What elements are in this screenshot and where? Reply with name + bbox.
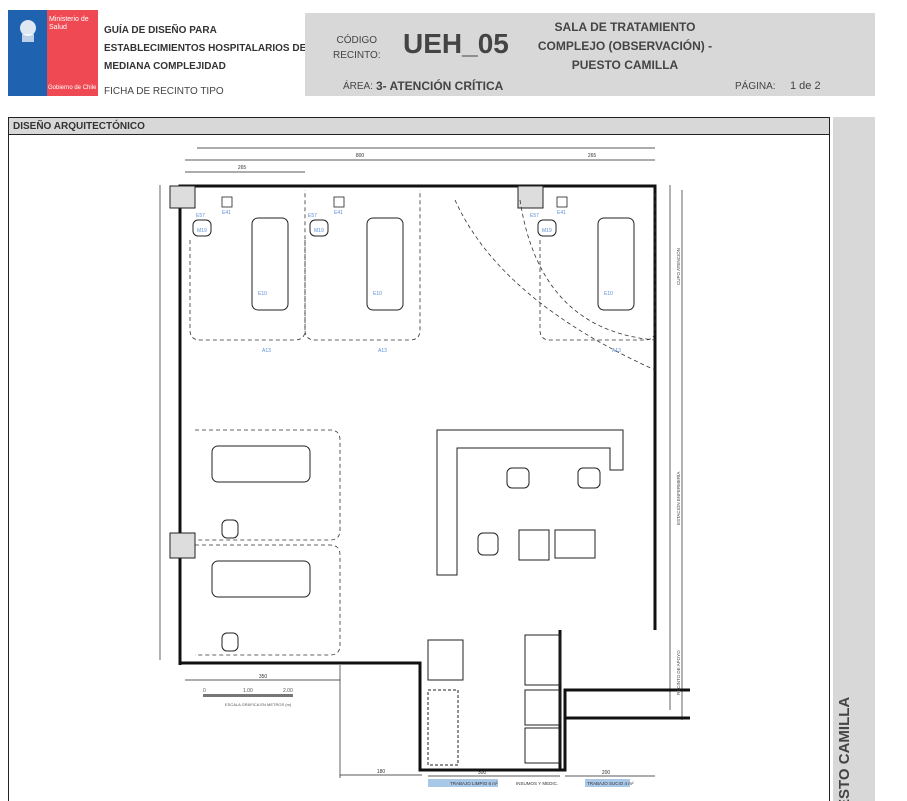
tag: E10	[258, 291, 267, 297]
column	[517, 185, 544, 209]
room-label-supplies: INSUMOS Y MEDIC.	[516, 781, 558, 786]
bed	[211, 445, 311, 483]
scale-tick: 0	[203, 688, 206, 694]
tag: E10	[604, 291, 613, 297]
dim-bottom-left: 350	[259, 674, 268, 680]
bed	[597, 217, 635, 311]
room-labels: TRABAJO LIMPIO 6 m² INSUMOS Y MEDIC. TRA…	[428, 779, 634, 787]
chair	[309, 219, 329, 237]
tag-monitor: E41	[334, 210, 343, 216]
dimension-lines	[159, 147, 683, 778]
tag: M19	[314, 228, 324, 234]
chair	[506, 467, 530, 489]
chair	[477, 532, 499, 556]
monitor-icon	[556, 196, 568, 208]
equipment-tags: M19 M19 M19 E10 E10 E10 A13 A13 A13 E41 …	[196, 210, 621, 354]
tag-monitor: E41	[557, 210, 566, 216]
dim-top-right: 265	[588, 153, 597, 159]
area-value: 3- ATENCIÓN CRÍTICA	[376, 79, 504, 93]
tag: A13	[262, 348, 271, 354]
logo-blue-panel	[8, 10, 47, 96]
chair	[537, 219, 557, 237]
beds	[211, 217, 635, 598]
column	[169, 532, 196, 559]
monitor-icon	[333, 196, 345, 208]
bed	[211, 560, 311, 598]
tag-pump: E57	[530, 213, 539, 219]
scale-tick: 1.00	[243, 688, 253, 694]
header-box	[305, 13, 875, 96]
wall-outer	[178, 184, 657, 665]
guide-title: GUÍA DE DISEÑO PARA ESTABLECIMIENTOS HOS…	[104, 22, 306, 76]
dim-top-total: 800	[356, 153, 365, 159]
tag: M19	[197, 228, 207, 234]
column	[169, 185, 196, 209]
side-title-bar: ESTO CAMILLA	[833, 117, 875, 801]
code-label: CÓDIGO RECINTO:	[333, 33, 381, 63]
tag: E10	[373, 291, 382, 297]
ministry-name: Ministerio de Salud	[49, 16, 89, 31]
room-code: UEH_05	[403, 28, 509, 59]
tag-pump: E57	[308, 213, 317, 219]
room-name: SALA DE TRATAMIENTO COMPLEJO (OBSERVACIÓ…	[530, 18, 720, 75]
scale-label: ESCALA GRÁFICA EN METROS (m)	[225, 702, 292, 707]
columns	[169, 185, 544, 559]
tag: A13	[612, 348, 621, 354]
government-name: Gobierno de Chile	[48, 85, 97, 91]
section-title: DISEÑO ARQUITECTÓNICO	[8, 117, 830, 135]
dim-top-left: 265	[238, 165, 247, 171]
curtains	[189, 190, 656, 656]
guide-line-1: GUÍA DE DISEÑO PARA	[104, 25, 217, 36]
room-label-clean: TRABAJO LIMPIO 6 m²	[450, 781, 498, 786]
tag: M19	[542, 228, 552, 234]
room-name-line-1: SALA DE TRATAMIENTO	[554, 20, 696, 34]
guide-line-2: ESTABLECIMIENTOS HOSPITALARIOS DE	[104, 43, 307, 54]
chair	[221, 519, 239, 539]
monitor-icon	[221, 196, 233, 208]
scale-bar: 0 1.00 2.00 ESCALA GRÁFICA EN METROS (m)	[203, 688, 293, 707]
side-labels: CUPO ATENCIÓN ESTACIÓN ENFERMERÍA RECINT…	[675, 248, 681, 695]
dim-clean: 300	[478, 770, 487, 776]
chair	[221, 632, 239, 652]
tag-monitor: E41	[222, 210, 231, 216]
code-label-2: RECINTO:	[333, 50, 381, 61]
label-care: CUPO ATENCIÓN	[675, 248, 681, 285]
dim-bottom-mid: 180	[377, 769, 386, 775]
chair	[192, 219, 212, 237]
tag: A13	[378, 348, 387, 354]
guide-line-3: MEDIANA COMPLEJIDAD	[104, 61, 226, 72]
logo-red-panel: Ministerio de Salud Gobierno de Chile	[47, 10, 98, 96]
label-support: RECINTO DE APOYO	[676, 650, 681, 695]
code-label-1: CÓDIGO	[336, 35, 378, 46]
monitors	[221, 196, 568, 208]
guide-subtitle: FICHA DE RECINTO TIPO	[104, 86, 224, 97]
area-label: ÁREA:	[343, 81, 374, 92]
dim-dirty: 200	[602, 770, 611, 776]
wall-bottom	[180, 661, 690, 772]
chairs	[192, 219, 601, 652]
label-station: ESTACIÓN ENFERMERÍA	[675, 472, 681, 525]
room-label-dirty: TRABAJO SUCIO 4 m²	[587, 781, 634, 786]
room-name-line-2: COMPLEJO (OBSERVACIÓN) -	[537, 39, 713, 53]
bed	[366, 217, 404, 311]
chair	[577, 467, 601, 489]
room-name-line-3: PUESTO CAMILLA	[571, 58, 679, 72]
coat-of-arms-icon	[20, 20, 36, 42]
page-label: PÁGINA:	[735, 81, 776, 92]
page-value: 1 de 2	[790, 80, 821, 92]
bed	[251, 217, 289, 311]
tag-pump: E57	[196, 213, 205, 219]
scale-tick: 2.00	[283, 688, 293, 694]
nurse-station	[427, 429, 624, 766]
